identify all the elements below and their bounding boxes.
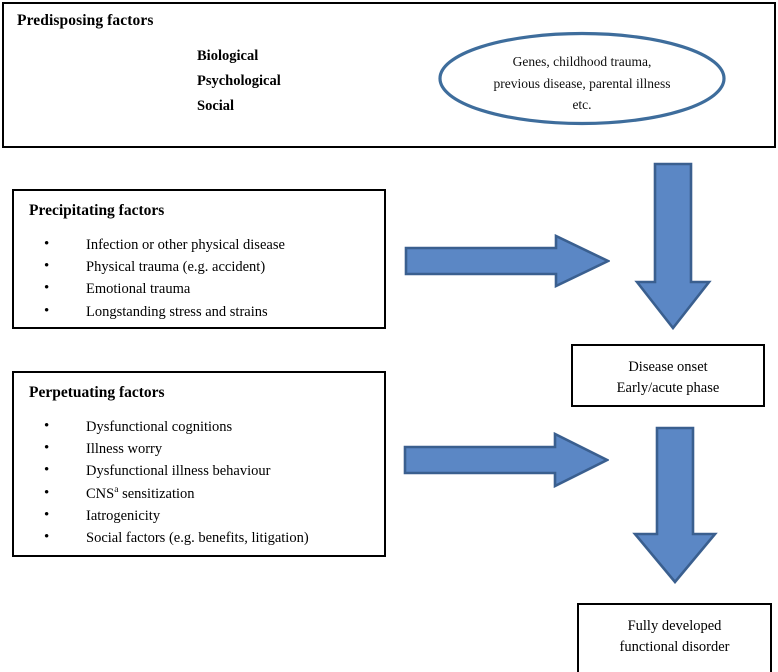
ellipse-shape — [438, 31, 726, 126]
stage-line: Fully developed — [627, 618, 722, 634]
precipitating-to-onset-arrow — [404, 234, 610, 288]
stage-line: functional disorder — [619, 639, 730, 655]
fully-developed-disorder-box: Fully developed functional disorder — [577, 603, 772, 672]
perpetuating-to-disorder-arrow — [403, 432, 609, 488]
disease-onset-text: Disease onset Early/acute phase — [573, 357, 763, 399]
predisposing-factors-list: Biological Psychological Social — [197, 44, 281, 119]
predisposing-item: Psychological — [197, 73, 281, 89]
stage-line: Early/acute phase — [616, 380, 720, 396]
predisposing-factors-box: Predisposing factors Biological Psycholo… — [2, 2, 776, 148]
arrow-shape — [634, 162, 712, 330]
ellipse-text-block: Genes, childhood trauma, previous diseas… — [461, 51, 703, 116]
list-item: Dysfunctional cognitions — [28, 415, 378, 438]
predisposing-factors-title: Predisposing factors — [17, 12, 154, 29]
disease-onset-box: Disease onset Early/acute phase — [571, 344, 765, 407]
onset-to-disorder-arrow — [631, 426, 719, 584]
predisposing-examples-ellipse: Genes, childhood trauma, previous diseas… — [437, 31, 727, 126]
ellipse-text-line: previous disease, parental illness — [493, 75, 671, 91]
arrow-shape — [632, 426, 718, 584]
list-item: Dysfunctional illness behaviour — [28, 459, 378, 482]
precipitating-factors-box: Precipitating factors Infection or other… — [12, 189, 386, 329]
ellipse-text-line: etc. — [572, 97, 592, 112]
list-item: Longstanding stress and strains — [28, 300, 378, 323]
predisposing-item: Biological — [197, 48, 259, 64]
precipitating-factors-list: Infection or other physical disease Phys… — [28, 233, 378, 323]
predisposing-to-onset-arrow — [633, 162, 713, 330]
list-item: CNSa sensitization — [28, 482, 378, 505]
list-item: Iatrogenicity — [28, 504, 378, 527]
stage-line: Disease onset — [628, 359, 708, 375]
predisposing-item: Social — [197, 98, 235, 114]
arrow-shape — [403, 432, 609, 488]
list-item: Infection or other physical disease — [28, 233, 378, 256]
arrow-shape — [404, 234, 610, 288]
perpetuating-factors-list: Dysfunctional cognitions Illness worry D… — [28, 415, 378, 549]
perpetuating-factors-box: Perpetuating factors Dysfunctional cogni… — [12, 371, 386, 557]
list-item: Illness worry — [28, 437, 378, 460]
precipitating-factors-title: Precipitating factors — [29, 202, 165, 219]
list-item: Social factors (e.g. benefits, litigatio… — [28, 526, 378, 549]
list-item: Physical trauma (e.g. accident) — [28, 255, 378, 278]
list-item: Emotional trauma — [28, 277, 378, 300]
perpetuating-factors-title: Perpetuating factors — [29, 384, 165, 401]
fully-developed-text: Fully developed functional disorder — [579, 616, 770, 658]
ellipse-text-line: Genes, childhood trauma, — [512, 54, 652, 69]
